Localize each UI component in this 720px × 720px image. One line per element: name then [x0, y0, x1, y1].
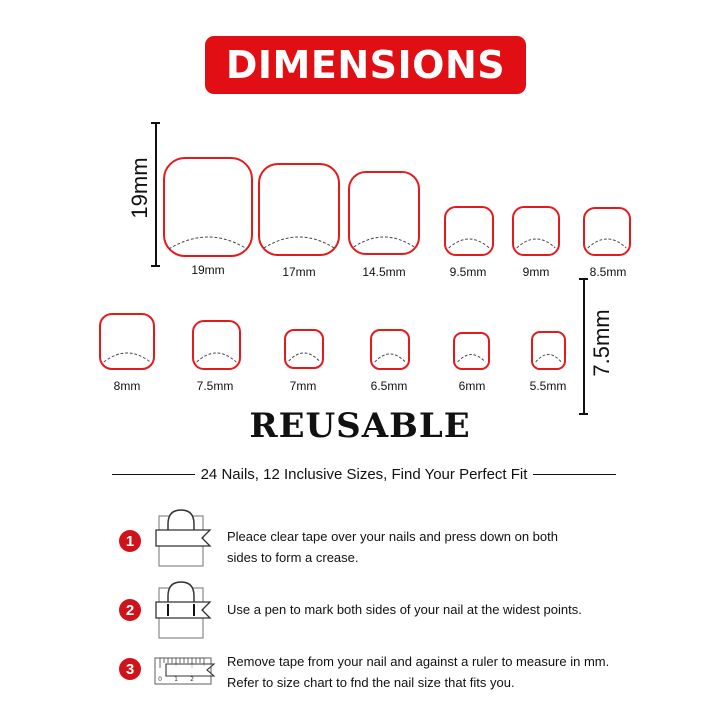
- size-label: 7.5mm: [196, 379, 234, 393]
- tagline-text: 24 Nails, 12 Inclusive Sizes, Find Your …: [200, 466, 528, 483]
- nail-7-5mm: [192, 320, 241, 370]
- size-label: 9.5mm: [449, 265, 487, 279]
- nail-17mm: [258, 163, 340, 256]
- height-label-19mm: 19mm: [127, 157, 152, 219]
- size-label: 5.5mm: [529, 379, 567, 393]
- step-1-badge: 1: [119, 530, 141, 552]
- dimensions-banner: DIMENSIONS: [205, 36, 526, 94]
- ruler-tick-label: 1: [174, 676, 178, 683]
- pen-mark-icon: [155, 581, 212, 639]
- size-label: 6.5mm: [370, 379, 408, 393]
- tagline-rule-left: [112, 473, 195, 476]
- nail-8-5mm: [583, 207, 631, 256]
- tagline: 24 Nails, 12 Inclusive Sizes, Find Your …: [112, 466, 617, 483]
- step-1-line-1: Pleace clear tape over your nails and pr…: [227, 529, 558, 544]
- reusable-heading: REUSABLE: [249, 406, 471, 446]
- size-label: 8mm: [113, 379, 141, 393]
- height-indicator-cap: [579, 413, 588, 415]
- ruler-tick-label: 0: [158, 676, 162, 683]
- nail-19mm: [163, 157, 253, 257]
- step-3-text: Remove tape from your nail and against a…: [227, 651, 609, 693]
- step-3-line-2: Refer to size chart to fnd the nail size…: [227, 675, 515, 690]
- tape-on-nail-icon: [155, 509, 212, 567]
- height-indicator-cap: [579, 278, 588, 280]
- height-indicator-cap: [151, 122, 160, 124]
- size-label: 9mm: [522, 265, 550, 279]
- nail-7mm: [284, 329, 324, 369]
- size-label: 19mm: [191, 263, 225, 277]
- nail-6-5mm: [370, 329, 410, 370]
- size-label: 6mm: [458, 379, 486, 393]
- size-label: 14.5mm: [362, 265, 406, 279]
- height-indicator-7-5mm: [583, 278, 585, 414]
- height-indicator-cap: [151, 265, 160, 267]
- step-2-badge: 2: [119, 599, 141, 621]
- ruler-icon: 0 1 2: [154, 657, 216, 685]
- size-label: 7mm: [289, 379, 317, 393]
- size-label: 17mm: [282, 265, 316, 279]
- step-3-line-1: Remove tape from your nail and against a…: [227, 654, 610, 669]
- page-title: DIMENSIONS: [225, 43, 506, 87]
- size-label: 8.5mm: [589, 265, 627, 279]
- nail-5-5mm: [531, 331, 566, 370]
- nail-14-5mm: [348, 171, 420, 255]
- height-indicator-19mm: [155, 122, 157, 266]
- nail-8mm: [99, 313, 155, 370]
- height-label-7-5mm: 7.5mm: [589, 309, 614, 377]
- tagline-rule-right: [533, 473, 617, 476]
- step-2-text: Use a pen to mark both sides of your nai…: [227, 599, 582, 620]
- step-3-badge: 3: [119, 658, 141, 680]
- nail-6mm: [453, 332, 490, 370]
- nail-9mm: [512, 206, 560, 256]
- step-1-text: Pleace clear tape over your nails and pr…: [227, 526, 558, 568]
- step-2-line-1: Use a pen to mark both sides of your nai…: [227, 602, 582, 617]
- nail-9-5mm: [444, 206, 494, 256]
- step-1-line-2: sides to form a crease.: [227, 550, 359, 565]
- ruler-tick-label: 2: [190, 676, 194, 683]
